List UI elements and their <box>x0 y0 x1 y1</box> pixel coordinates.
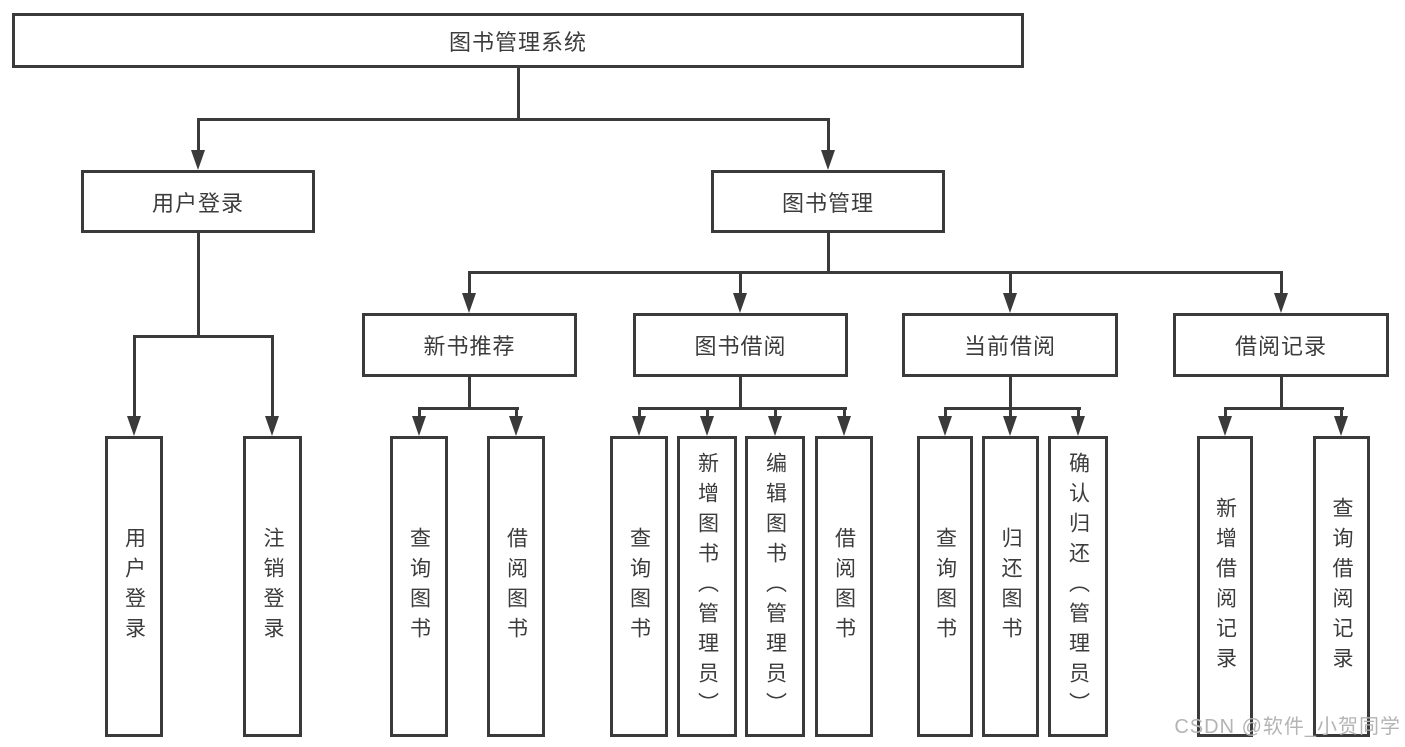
node-leaf-confirm-return-admin: 确认归还（管理员） <box>1048 436 1108 737</box>
node-leaf-user-login: 用户登录 <box>105 436 163 737</box>
connector-vline <box>468 271 471 295</box>
connector-vline <box>133 335 136 418</box>
connector-hline <box>638 407 847 410</box>
arrow-down-icon <box>1274 293 1288 313</box>
node-label: 图书管理系统 <box>448 29 587 55</box>
arrow-down-icon <box>1218 416 1232 436</box>
connector-vline <box>515 407 518 418</box>
connector-vline <box>1280 271 1283 295</box>
node-book-borrow: 图书借阅 <box>633 313 848 377</box>
connector-vline <box>706 407 709 418</box>
connector-vline <box>1224 407 1227 418</box>
connector-vline <box>197 233 200 338</box>
connector-hline <box>944 407 1081 410</box>
connector-vline <box>827 233 830 274</box>
watermark: CSDN @软件_小贺同学 <box>1174 716 1401 738</box>
node-label: 查询图书 <box>627 526 651 647</box>
node-label: 新书推荐 <box>423 334 516 359</box>
node-leaf-query-borrow-record: 查询借阅记录 <box>1313 436 1370 737</box>
node-leaf-edit-book-admin: 编辑图书（管理员） <box>745 436 805 737</box>
connector-vline <box>774 407 777 418</box>
node-user-login: 用户登录 <box>81 170 315 233</box>
arrow-down-icon <box>1334 416 1348 436</box>
arrow-down-icon <box>509 416 523 436</box>
connector-vline <box>271 335 274 418</box>
node-new-book-recommend: 新书推荐 <box>362 313 577 377</box>
connector-vline <box>468 377 471 410</box>
node-label: 用户登录 <box>122 526 146 647</box>
connector-vline <box>827 118 830 152</box>
arrow-down-icon <box>127 416 141 436</box>
connector-vline <box>1009 407 1012 418</box>
connector-vline <box>1009 271 1012 295</box>
connector-vline <box>1340 407 1343 418</box>
node-label: 新增借阅记录 <box>1213 496 1237 677</box>
node-label: 注销登录 <box>261 526 284 647</box>
node-leaf-query-book: 查询图书 <box>917 436 973 737</box>
node-label: 新增图书（管理员） <box>695 451 719 722</box>
node-label: 查询图书 <box>933 526 957 647</box>
arrow-down-icon <box>632 416 646 436</box>
connector-vline <box>739 271 742 295</box>
arrow-down-icon <box>462 293 476 313</box>
node-label: 图书管理 <box>781 190 874 216</box>
node-label: 借阅记录 <box>1234 334 1327 359</box>
node-leaf-borrow-book: 借阅图书 <box>815 436 873 737</box>
arrow-down-icon <box>700 416 714 436</box>
connector-vline <box>843 407 846 418</box>
connector-vline <box>197 118 200 152</box>
arrow-down-icon <box>768 416 782 436</box>
node-label: 确认归还（管理员） <box>1066 451 1090 722</box>
node-current-borrow: 当前借阅 <box>902 313 1118 377</box>
connector-hline <box>1224 407 1344 410</box>
node-borrow-record: 借阅记录 <box>1173 313 1389 377</box>
connector-vline <box>944 407 947 418</box>
node-label: 借阅图书 <box>832 526 856 647</box>
node-label: 归还图书 <box>999 526 1022 647</box>
connector-vline <box>1077 407 1080 418</box>
connector-vline <box>1009 377 1012 410</box>
node-label: 当前借阅 <box>963 334 1056 359</box>
connector-hline <box>133 335 274 338</box>
node-library-management-system: 图书管理系统 <box>12 13 1024 68</box>
arrow-down-icon <box>412 416 426 436</box>
connector-hline <box>468 271 1283 274</box>
arrow-down-icon <box>1003 293 1017 313</box>
node-leaf-borrow-book: 借阅图书 <box>487 436 545 737</box>
node-leaf-logout: 注销登录 <box>243 436 302 737</box>
arrow-down-icon <box>265 416 279 436</box>
node-leaf-add-book-admin: 新增图书（管理员） <box>677 436 737 737</box>
connector-vline <box>418 407 421 418</box>
connector-hline <box>418 407 519 410</box>
node-label: 图书借阅 <box>694 334 787 359</box>
node-label: 查询借阅记录 <box>1330 496 1353 677</box>
node-label: 查询图书 <box>407 526 431 647</box>
node-leaf-query-book: 查询图书 <box>610 436 668 737</box>
arrow-down-icon <box>1071 416 1085 436</box>
node-leaf-query-book: 查询图书 <box>390 436 448 737</box>
node-label: 借阅图书 <box>504 526 528 647</box>
arrow-down-icon <box>733 293 747 313</box>
arrow-down-icon <box>1003 416 1017 436</box>
connector-hline <box>197 118 830 121</box>
connector-vline <box>517 68 520 118</box>
arrow-down-icon <box>938 416 952 436</box>
node-leaf-add-borrow-record: 新增借阅记录 <box>1197 436 1253 737</box>
arrow-down-icon <box>837 416 851 436</box>
arrow-down-icon <box>191 150 205 170</box>
node-label: 编辑图书（管理员） <box>763 451 787 722</box>
connector-vline <box>1280 377 1283 410</box>
arrow-down-icon <box>821 150 835 170</box>
connector-vline <box>739 377 742 410</box>
node-book-management: 图书管理 <box>711 170 945 233</box>
connector-vline <box>638 407 641 418</box>
node-label: 用户登录 <box>151 190 244 216</box>
node-leaf-return-book: 归还图书 <box>982 436 1039 737</box>
